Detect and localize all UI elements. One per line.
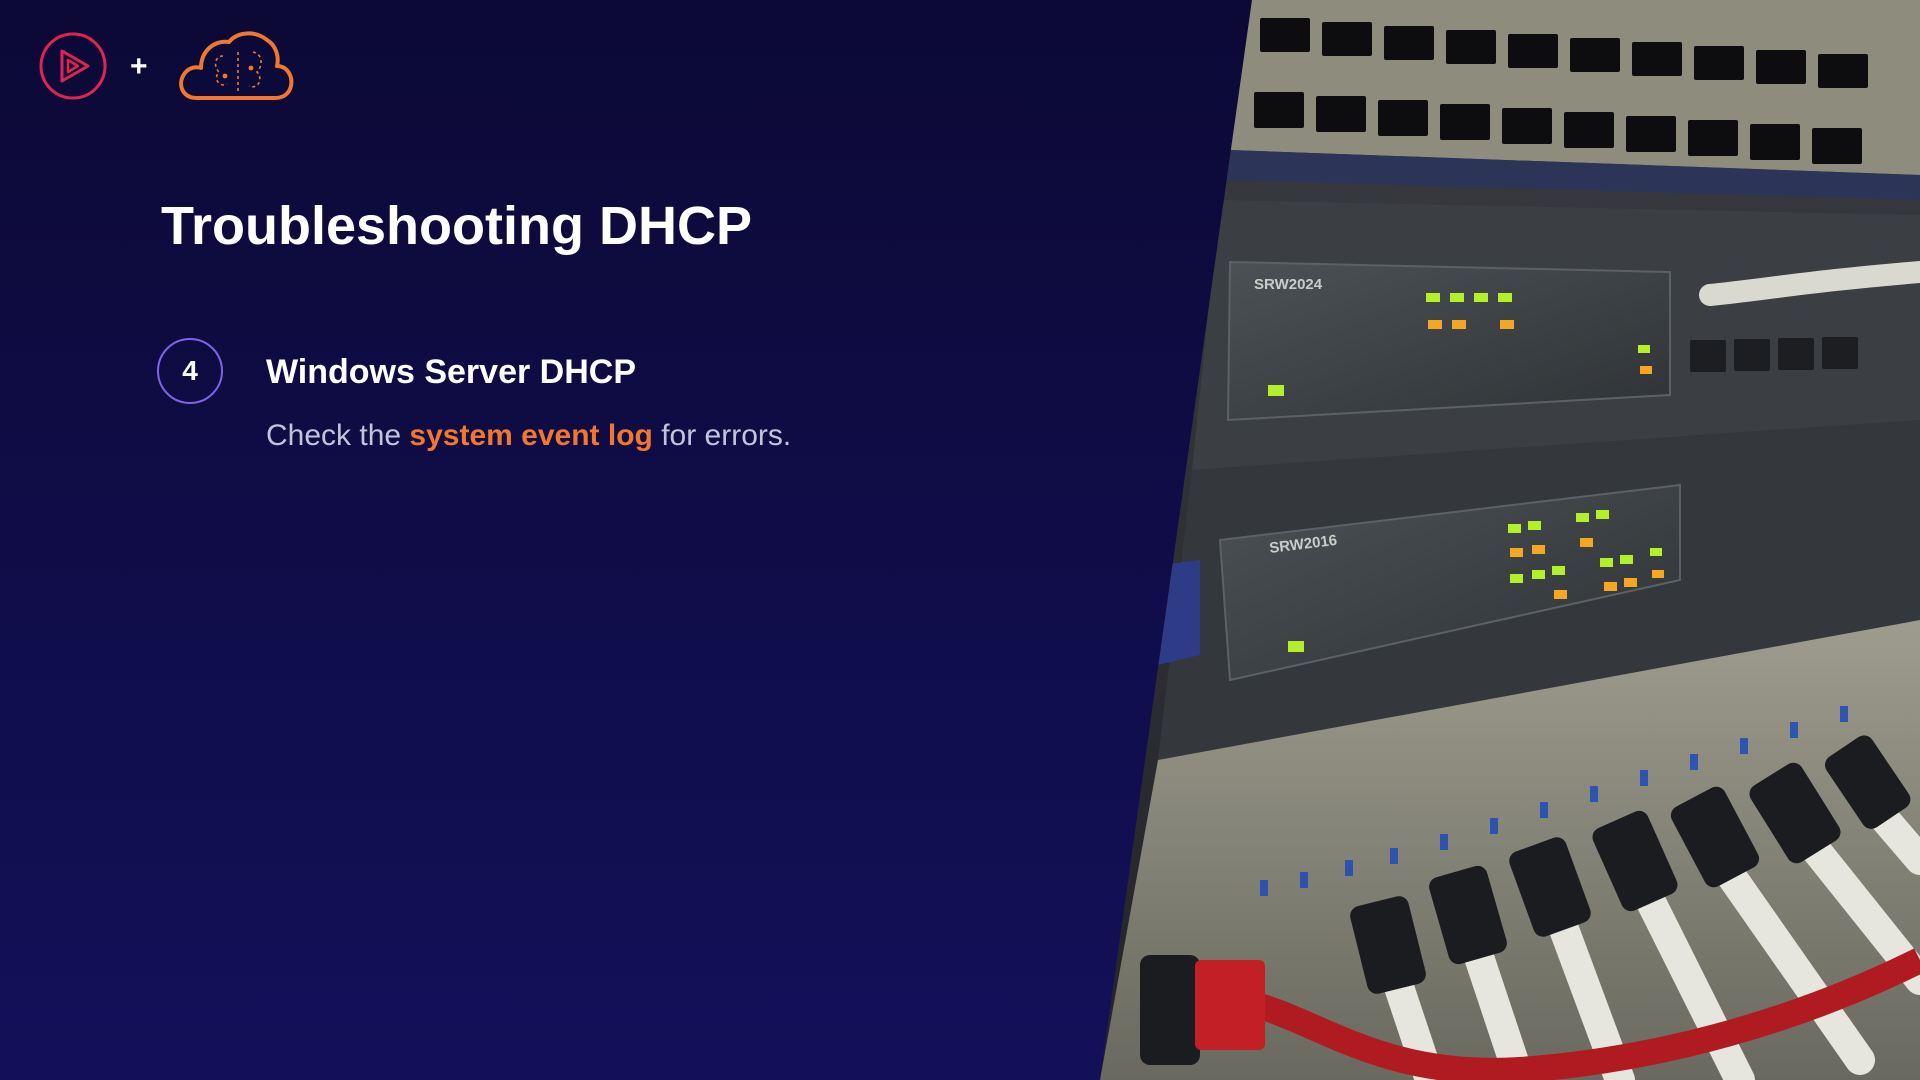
plus-sign: + xyxy=(130,50,148,83)
step-number: 4 xyxy=(182,355,198,386)
item-heading: Windows Server DHCP xyxy=(266,353,636,391)
item-body: Check the system event log for errors. xyxy=(266,416,791,456)
slide-title: Troubleshooting DHCP xyxy=(161,196,752,256)
body-highlight: system event log xyxy=(409,419,653,452)
body-text-after: for errors. xyxy=(652,419,792,452)
network-switch-photo: SRW2024 xyxy=(1100,0,1920,1080)
switch-top-label: SRW2024 xyxy=(1254,276,1323,293)
body-text-before: Check the xyxy=(266,419,410,452)
play-logo-icon xyxy=(39,32,107,100)
cloud-brain-logo-icon xyxy=(179,31,294,100)
step-number-badge: 4 xyxy=(157,338,223,404)
